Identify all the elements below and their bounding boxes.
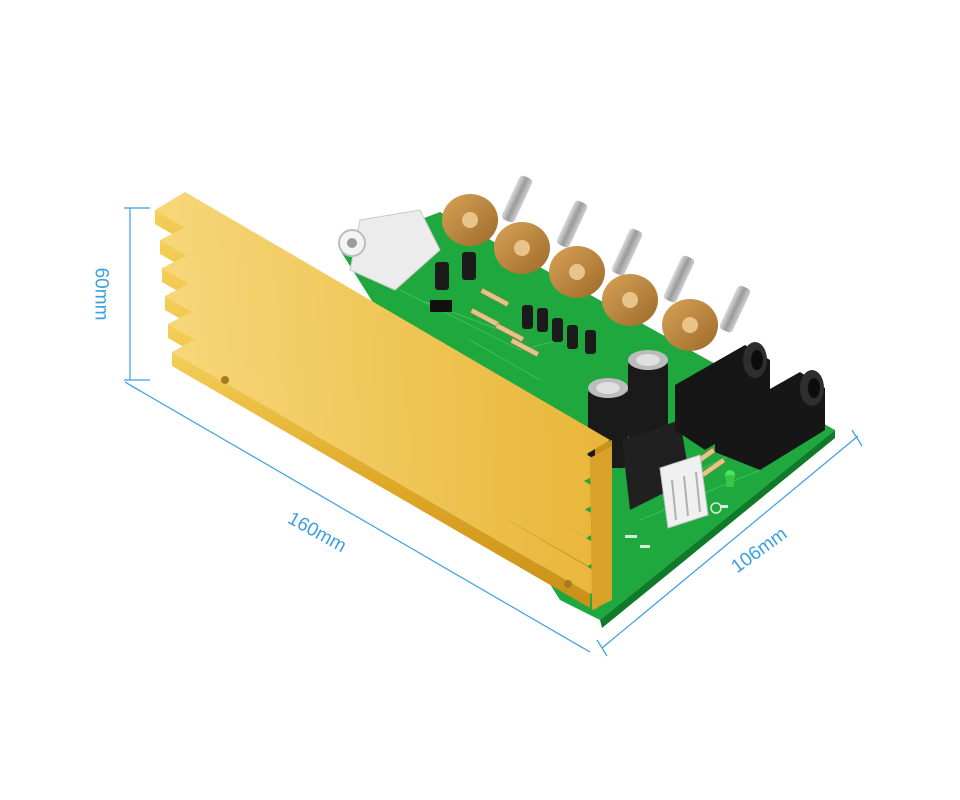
- heatsink-screw: [221, 376, 229, 384]
- potentiometer-2: [494, 200, 588, 274]
- dimension-lines: [124, 207, 863, 657]
- length-dimension-line: [129, 384, 584, 649]
- heatsink-screw: [564, 580, 572, 588]
- height-dimension-label: 60mm: [90, 267, 112, 321]
- potentiometer-4: [602, 255, 695, 326]
- power-led: [725, 470, 735, 487]
- width-dimension-line: [601, 435, 859, 649]
- potentiometers: [442, 175, 751, 351]
- potentiometer-5: [662, 285, 751, 351]
- heatsink-fin-6: [172, 338, 610, 608]
- power-connector: [659, 454, 709, 529]
- potentiometer-3: [549, 228, 643, 298]
- potentiometer-1: [442, 175, 533, 246]
- rca-input-jack: [338, 209, 441, 291]
- heatsink: [155, 192, 612, 610]
- small-capacitors: [430, 252, 596, 354]
- output-jacks: [675, 342, 825, 470]
- output-jack-right: [715, 370, 825, 470]
- resistor-array: [470, 287, 726, 478]
